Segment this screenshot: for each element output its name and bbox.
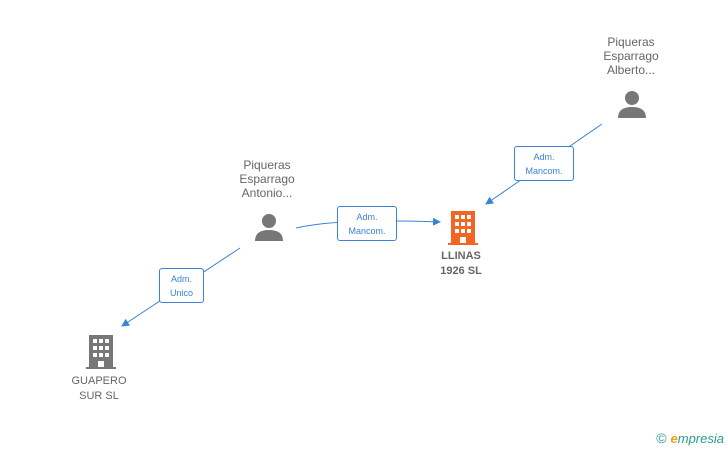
building-icon[interactable] [86,335,116,369]
empresia-watermark: ©empresia [656,430,724,446]
role-box-antonio-guapero[interactable]: Adm. Unico [159,268,204,303]
role-box-alberto-llinas[interactable]: Adm. Mancom. [514,146,574,181]
brand-logo-initial: e [670,431,678,446]
person-alberto-label[interactable]: Piqueras Esparrago Alberto... [603,35,659,77]
copyright-icon: © [656,430,667,446]
company-llinas-label[interactable]: LLINAS 1926 SL [440,250,482,277]
building-icon[interactable] [448,211,478,245]
person-icon[interactable] [617,90,647,118]
person-icon[interactable] [254,213,284,241]
company-guapero-label[interactable]: GUAPERO SUR SL [71,375,127,402]
role-box-antonio-llinas[interactable]: Adm. Mancom. [337,206,397,241]
brand-logo-text: mpresia [677,431,724,446]
person-antonio-label[interactable]: Piqueras Esparrago Antonio... [239,158,295,200]
